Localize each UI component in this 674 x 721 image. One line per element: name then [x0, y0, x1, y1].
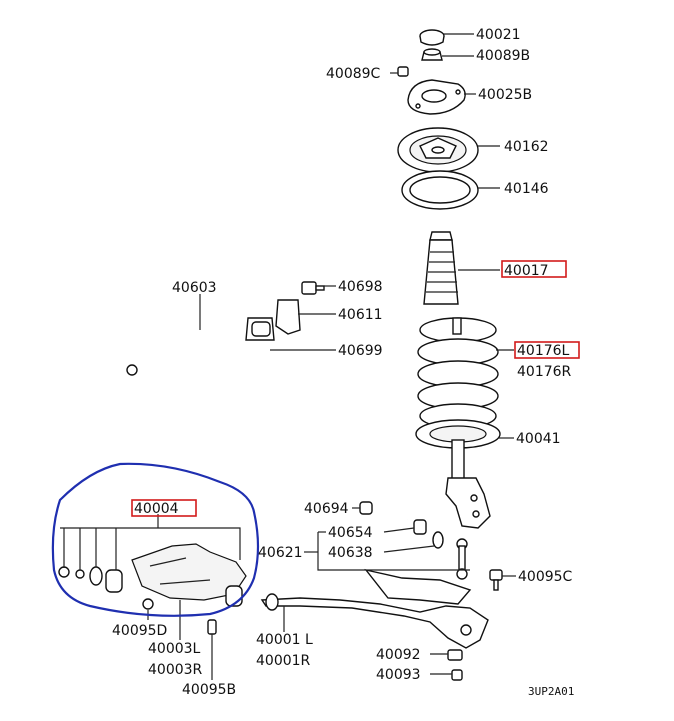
label-40041: 40041 [516, 431, 561, 447]
label-40021: 40021 [476, 27, 521, 43]
highlight-40017 [501, 260, 567, 278]
label-40162: 40162 [504, 139, 549, 155]
label-40638: 40638 [328, 545, 373, 561]
label-40095D: 40095D [112, 623, 167, 639]
label-40694: 40694 [304, 501, 349, 517]
nut-40093 [451, 669, 463, 681]
diagram-code: 3UP2A01 [528, 685, 574, 698]
leader-lines [60, 33, 516, 680]
bracket-40699 [275, 299, 301, 335]
spring-seat-40162 [397, 127, 479, 173]
label-40025B: 40025B [478, 87, 532, 103]
label-40654: 40654 [328, 525, 373, 541]
stabilizer-bar-40603 [126, 332, 411, 521]
mount-40025B [407, 79, 466, 115]
label-40603: 40603 [172, 280, 217, 296]
label-40089C: 40089C [326, 66, 381, 82]
strut-40041 [415, 419, 501, 529]
label-40698: 40698 [338, 279, 383, 295]
label-40621: 40621 [258, 545, 303, 561]
bushing-40611 [245, 317, 275, 341]
label-40176L: 40176L [517, 343, 570, 359]
nut-40694 [359, 501, 373, 515]
label-40017: 40017 [504, 263, 549, 279]
label-40093: 40093 [376, 667, 421, 683]
lower-arm-40003 [58, 543, 247, 635]
label-40146: 40146 [504, 181, 549, 197]
label-40699: 40699 [338, 343, 383, 359]
bushing-40654 [413, 519, 427, 535]
bolt-40698 [301, 281, 325, 295]
washer-40638 [432, 531, 444, 549]
label-40176R: 40176R [517, 364, 572, 380]
insulator-40146 [401, 170, 479, 210]
label-40004: 40004 [134, 501, 179, 517]
label-40001R: 40001R [256, 653, 311, 669]
highlight-40004 [131, 499, 197, 517]
nut-40089C [397, 66, 409, 77]
coil-spring-40176 [417, 317, 499, 429]
crossmember-40001 [260, 568, 489, 649]
label-40095C: 40095C [518, 569, 573, 585]
label-40089B: 40089B [476, 48, 530, 64]
nut-40092 [447, 649, 463, 661]
label-40001L: 40001 L [256, 632, 313, 648]
label-40003L: 40003L [148, 641, 201, 657]
label-40095B: 40095B [182, 682, 236, 698]
label-40003R: 40003R [148, 662, 203, 678]
bolt-40095C [489, 569, 503, 591]
cap-40021 [419, 29, 445, 46]
highlight-40176L [514, 341, 580, 359]
nut-40089B [421, 48, 443, 61]
link-40621 [456, 538, 468, 580]
label-40092: 40092 [376, 647, 421, 663]
label-40611: 40611 [338, 307, 383, 323]
blue-annotation-circle [51, 462, 260, 617]
bump-stop-40017 [423, 231, 459, 305]
